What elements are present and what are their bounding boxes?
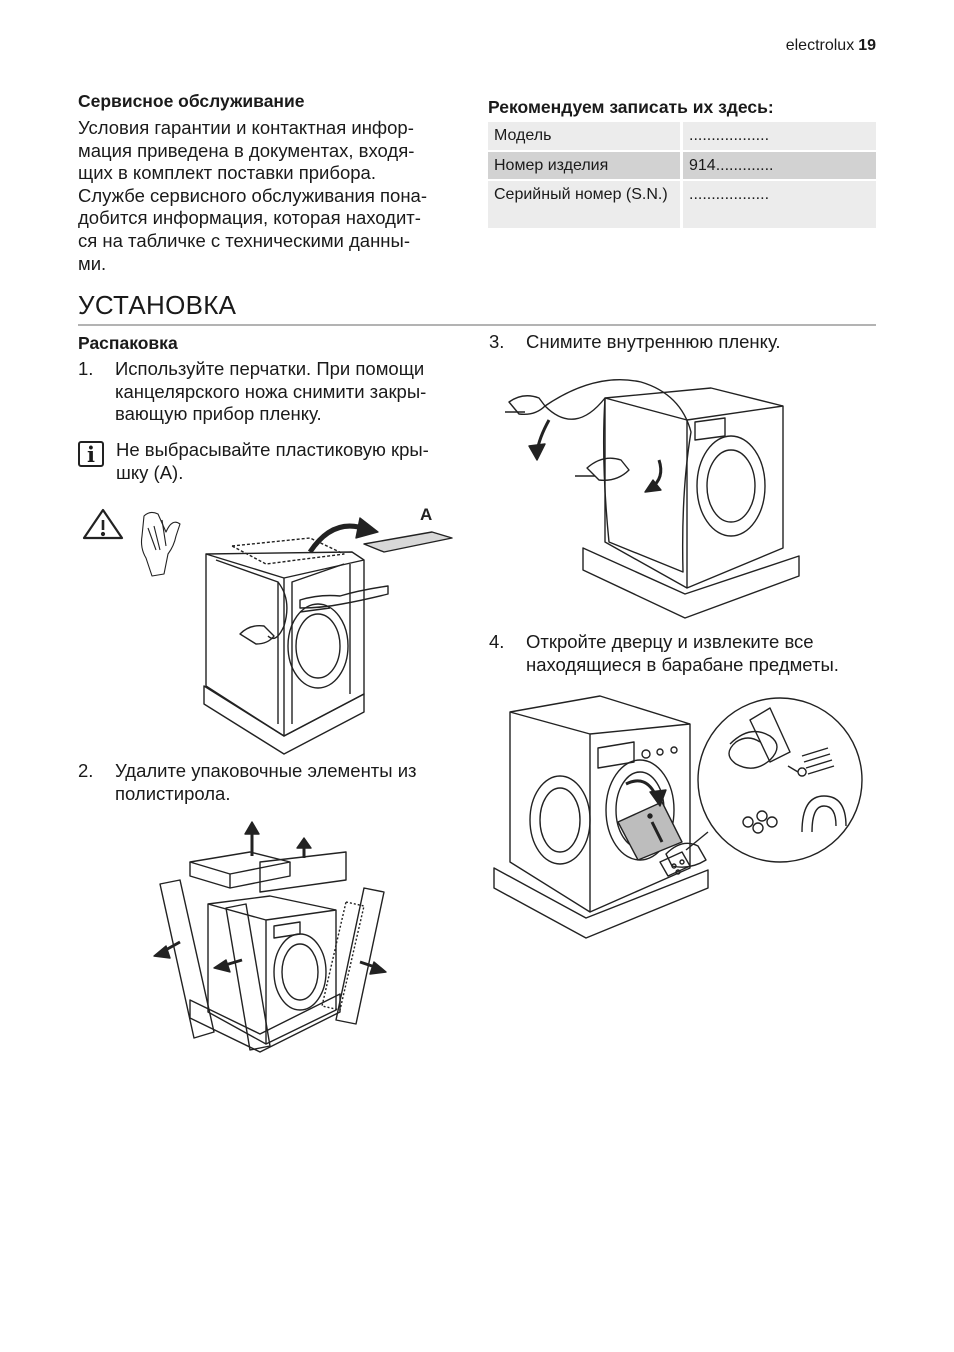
cover-label: A: [420, 505, 432, 524]
service-heading: Сервисное обслуживание: [78, 91, 305, 111]
step-number: 1.: [78, 358, 94, 379]
step-number: 4.: [489, 631, 505, 652]
brand-name: electrolux: [785, 37, 855, 54]
table-cell-value: 914.............: [683, 152, 876, 181]
table-cell-label: Серийный номер (S.N.): [488, 181, 683, 230]
info-note: Не выбрасывайте пластиковую кры- шку (А)…: [116, 439, 429, 483]
step-text: Используйте перчатки. При помощи канцеля…: [115, 358, 427, 425]
illustration-remove-film: A: [82, 505, 472, 758]
step-3: 3. Снимите внутреннюю пленку.: [489, 331, 879, 357]
step-text: Удалите упаковочные элементы из полистир…: [115, 760, 417, 804]
table-row: Номер изделия 914.............: [488, 152, 876, 181]
table-cell-label: Номер изделия: [488, 152, 683, 181]
step-1: 1. Используйте перчатки. При помощи канц…: [78, 358, 478, 428]
section-divider: [78, 324, 876, 326]
unpacking-heading: Распаковка: [78, 333, 178, 353]
page-number: 19: [858, 37, 876, 54]
info-icon: i: [78, 441, 104, 467]
step-text: Снимите внутреннюю пленку.: [526, 331, 781, 352]
step-text: Откройте дверцу и извлеките все находящи…: [526, 631, 839, 675]
record-heading: Рекомендуем записать их здесь:: [488, 97, 774, 117]
step-4: 4. Откройте дверцу и извлеките все наход…: [489, 631, 879, 679]
warning-triangle-icon: [84, 510, 122, 538]
illustration-open-door: [490, 692, 870, 948]
step-number: 3.: [489, 331, 505, 352]
record-table: Модель .................. Номер изделия …: [488, 122, 876, 230]
illustration-remove-polystyrene: [150, 822, 390, 1058]
section-title: УСТАНОВКА: [78, 290, 237, 320]
gloves-icon: [142, 512, 181, 576]
table-row: Модель ..................: [488, 122, 876, 152]
step-2: 2. Удалите упаковочные элементы из полис…: [78, 760, 478, 808]
illustration-remove-inner-film: [505, 372, 805, 624]
table-cell-value: ..................: [683, 122, 876, 152]
table-cell-value: ..................: [683, 181, 876, 230]
service-body: Условия гарантии и контактная инфор- мац…: [78, 117, 428, 274]
step-number: 2.: [78, 760, 94, 781]
table-cell-label: Модель: [488, 122, 683, 152]
table-row: Серийный номер (S.N.) ..................: [488, 181, 876, 230]
